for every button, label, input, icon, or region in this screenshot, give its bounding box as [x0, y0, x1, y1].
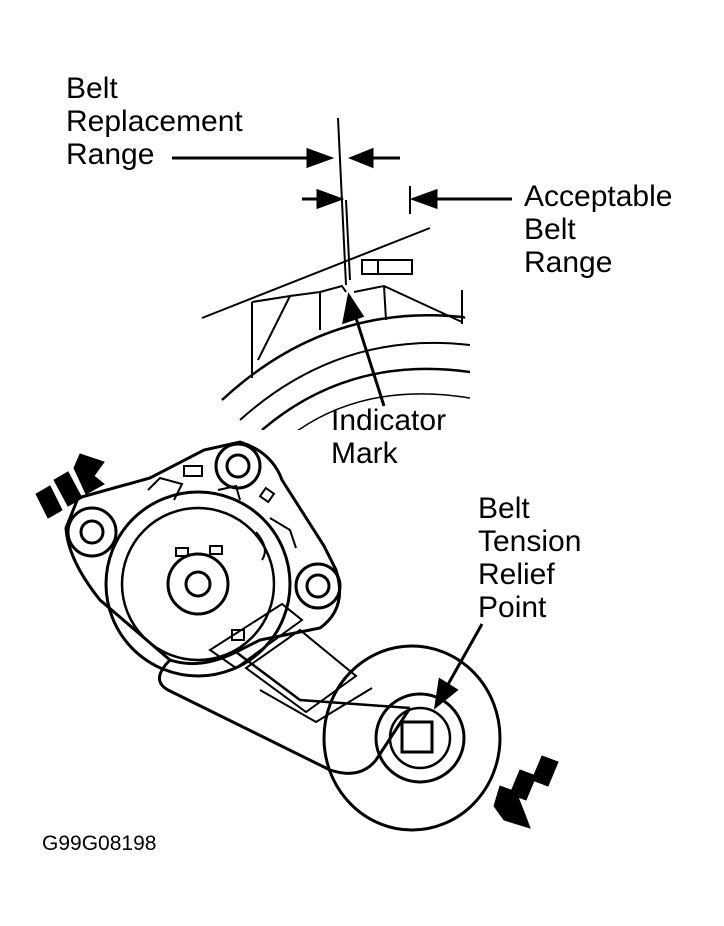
- dimension-arrows: [172, 147, 512, 407]
- figure-code: G99G08198: [42, 832, 157, 855]
- indicator-detail-view: [201, 117, 470, 430]
- detail-top-edge: [201, 227, 431, 319]
- rotation-direction-arrow-upper: [35, 453, 105, 519]
- relief-point-arrow: [433, 623, 484, 710]
- acceptable-belt-range-label: Acceptable Belt Range: [524, 180, 673, 279]
- tensioner-assembly: [64, 440, 502, 832]
- belt-tension-relief-point-label: Belt Tension Relief Point: [478, 492, 582, 624]
- belt-replacement-range-label: Belt Replacement Range: [66, 72, 243, 171]
- indicator-mark-label: Indicator Mark: [331, 404, 447, 470]
- rotation-direction-arrow-lower: [493, 755, 559, 829]
